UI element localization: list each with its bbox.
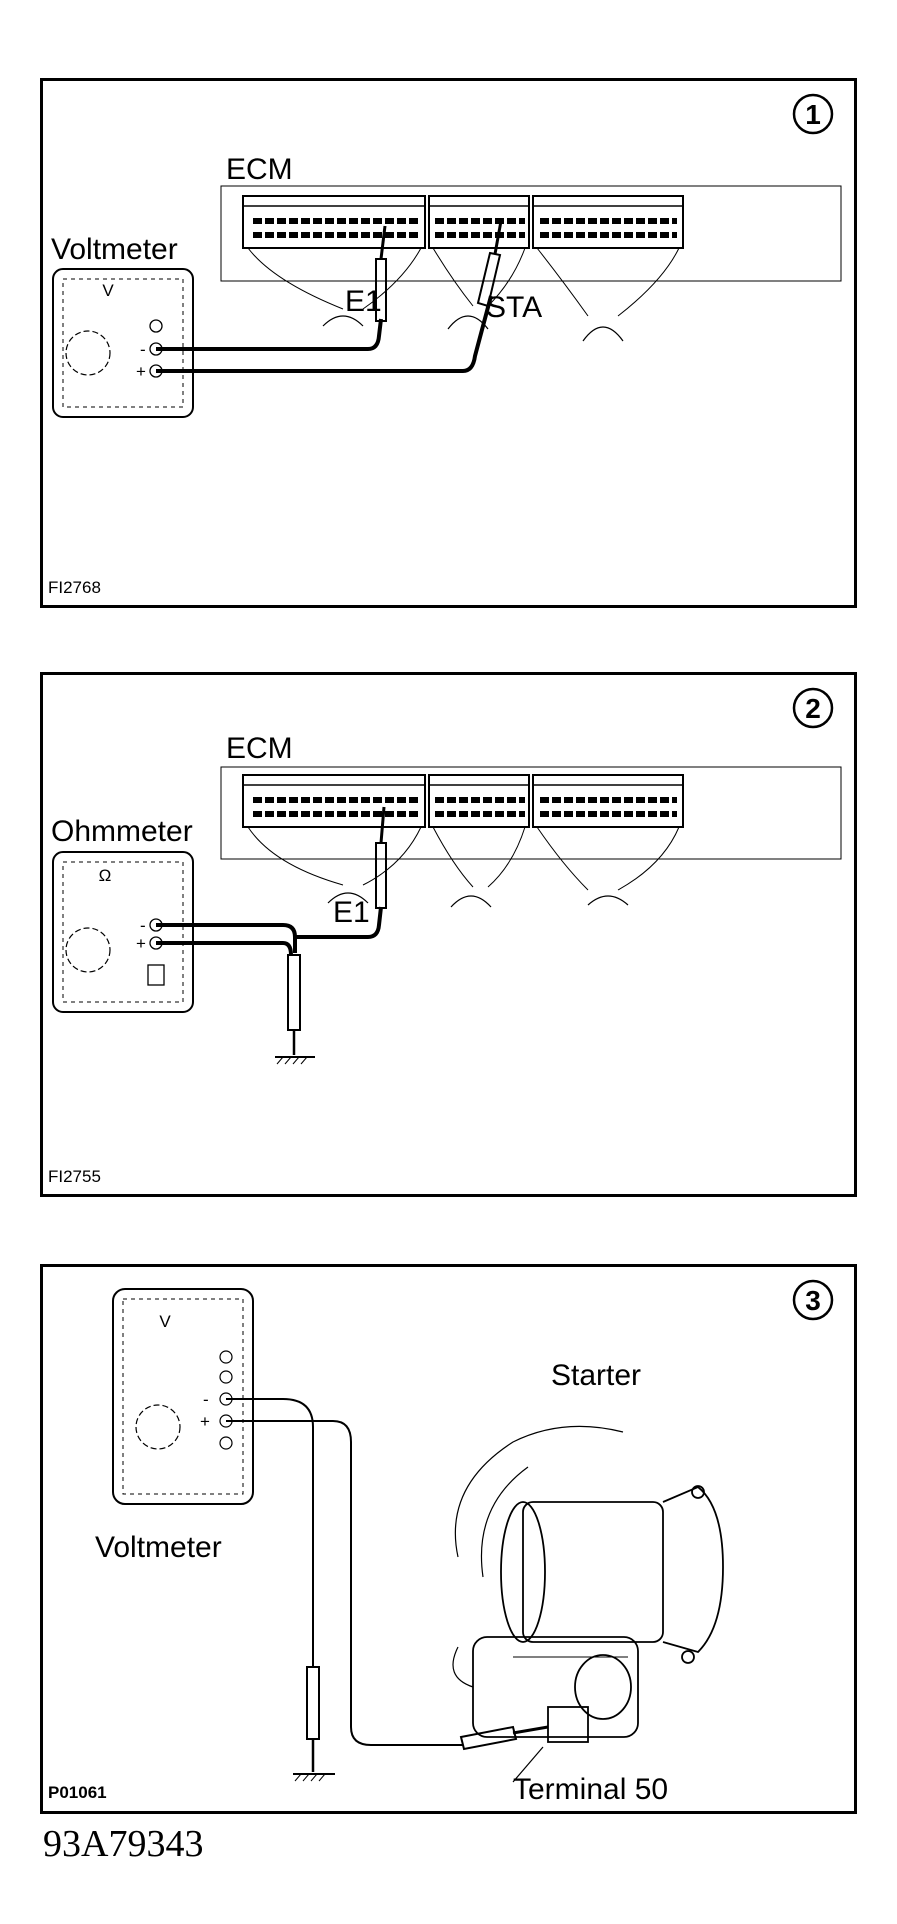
diagram-panel-2: 2 ECM O bbox=[40, 672, 857, 1197]
e1-terminal-label: E1 bbox=[345, 285, 382, 318]
e1-terminal-label: E1 bbox=[333, 896, 370, 929]
voltmeter-symbol: V bbox=[102, 281, 114, 300]
terminal-50-label: Terminal 50 bbox=[513, 1773, 668, 1806]
ecm-connector-3 bbox=[532, 774, 684, 906]
ecm-housing bbox=[220, 766, 842, 860]
ohmmeter-label: Ohmmeter bbox=[51, 815, 193, 848]
voltmeter bbox=[52, 268, 194, 418]
starter-motor bbox=[452, 1425, 724, 1783]
ecm-connector-3 bbox=[532, 195, 684, 342]
minus-terminal-label: - bbox=[140, 340, 146, 359]
ohmmeter-ecm-diagram: 2 ECM O bbox=[48, 687, 842, 1186]
ecm-connector-1 bbox=[242, 774, 426, 904]
diagram-panel-3: 3 V - + Voltmeter bbox=[40, 1264, 857, 1814]
step-number: 2 bbox=[805, 693, 821, 724]
minus-terminal-label: - bbox=[140, 916, 146, 935]
plus-terminal-label: + bbox=[136, 934, 146, 953]
step-number-circle bbox=[792, 93, 834, 135]
starter-terminal-diagram: 3 V - + Voltmeter bbox=[48, 1279, 834, 1806]
step-number-circle bbox=[792, 1279, 834, 1321]
voltmeter-ecm-diagram: 1 ECM bbox=[48, 93, 842, 597]
starter-label: Starter bbox=[551, 1359, 641, 1392]
step-number-circle bbox=[792, 687, 834, 729]
voltmeter-label: Voltmeter bbox=[51, 233, 178, 266]
ecm-label: ECM bbox=[226, 732, 293, 765]
minus-terminal-label: - bbox=[203, 1390, 209, 1409]
ecm-connector-2 bbox=[428, 774, 530, 908]
ohmmeter bbox=[52, 851, 194, 1013]
ohm-symbol: Ω bbox=[99, 866, 112, 885]
step-number: 3 bbox=[805, 1285, 821, 1316]
voltmeter bbox=[112, 1288, 254, 1505]
ecm-connector-1 bbox=[242, 195, 426, 327]
test-leads bbox=[226, 1398, 549, 1782]
figure-code: FI2768 bbox=[48, 578, 101, 597]
ecm-housing bbox=[220, 185, 842, 282]
figure-code: FI2755 bbox=[48, 1167, 101, 1186]
voltmeter-symbol: V bbox=[159, 1312, 171, 1331]
ecm-label: ECM bbox=[226, 153, 293, 186]
document-id: 93A79343 bbox=[43, 1823, 204, 1865]
plus-terminal-label: + bbox=[136, 362, 146, 381]
figure-code: P01061 bbox=[48, 1783, 107, 1802]
plus-terminal-label: + bbox=[200, 1412, 210, 1431]
sta-terminal-label: STA bbox=[486, 291, 542, 324]
step-number: 1 bbox=[805, 99, 821, 130]
voltmeter-label: Voltmeter bbox=[95, 1531, 222, 1564]
test-leads bbox=[156, 220, 503, 373]
diagram-panel-1: 1 ECM bbox=[40, 78, 857, 608]
test-leads bbox=[156, 806, 387, 1065]
